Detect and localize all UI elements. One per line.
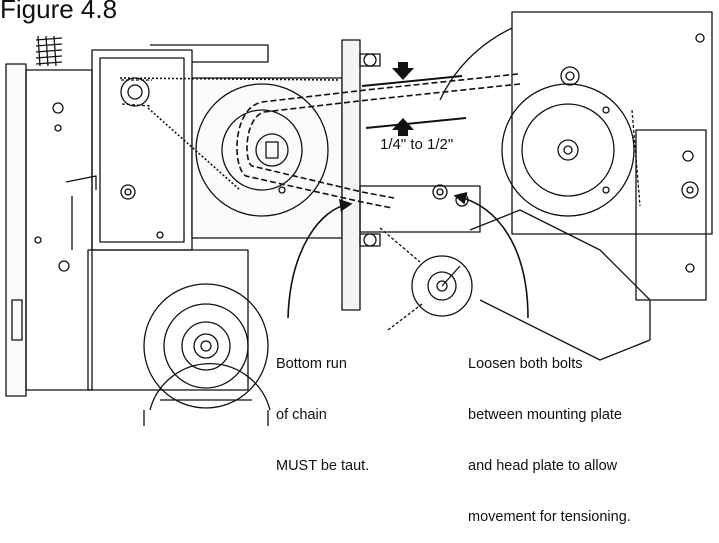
callout-bottom-run: Bottom run of chain MUST be taut. bbox=[276, 322, 369, 492]
head-assembly bbox=[439, 11, 713, 361]
mechanical-drawing bbox=[5, 11, 713, 426]
callout-line: MUST be taut. bbox=[276, 458, 370, 474]
hose bbox=[35, 35, 63, 67]
arrow-up-icon bbox=[392, 118, 414, 136]
callout-line: movement for tensioning. bbox=[468, 509, 631, 525]
left-sprocket bbox=[120, 77, 152, 107]
callout-line: between mounting plate bbox=[468, 407, 622, 423]
drive-chain bbox=[119, 73, 521, 209]
callout-line: and head plate to allow bbox=[468, 458, 618, 474]
lower-sprocket bbox=[379, 227, 473, 331]
mounting-plate bbox=[341, 39, 481, 311]
callout-loosen-bolts: Loosen both bolts between mounting plate… bbox=[468, 322, 631, 543]
figure-title: Figure 4.8 bbox=[0, 0, 118, 24]
tension-guides bbox=[361, 75, 467, 129]
callout-line: Loosen both bolts bbox=[468, 356, 583, 372]
tension-range-label: 1/4" to 1/2" bbox=[380, 136, 454, 153]
left-frame bbox=[5, 44, 269, 397]
callout-lines bbox=[287, 192, 529, 319]
bottom-motor bbox=[143, 283, 271, 426]
tension-arrows bbox=[392, 62, 414, 136]
arrow-down-icon bbox=[392, 62, 414, 80]
callout-line: of chain bbox=[276, 407, 327, 423]
diagram-stage: Figure 4.8 1/4" to 1/2" Bottom run of ch… bbox=[0, 0, 713, 525]
drive-housing bbox=[191, 77, 343, 239]
callout-line: Bottom run bbox=[276, 356, 347, 372]
